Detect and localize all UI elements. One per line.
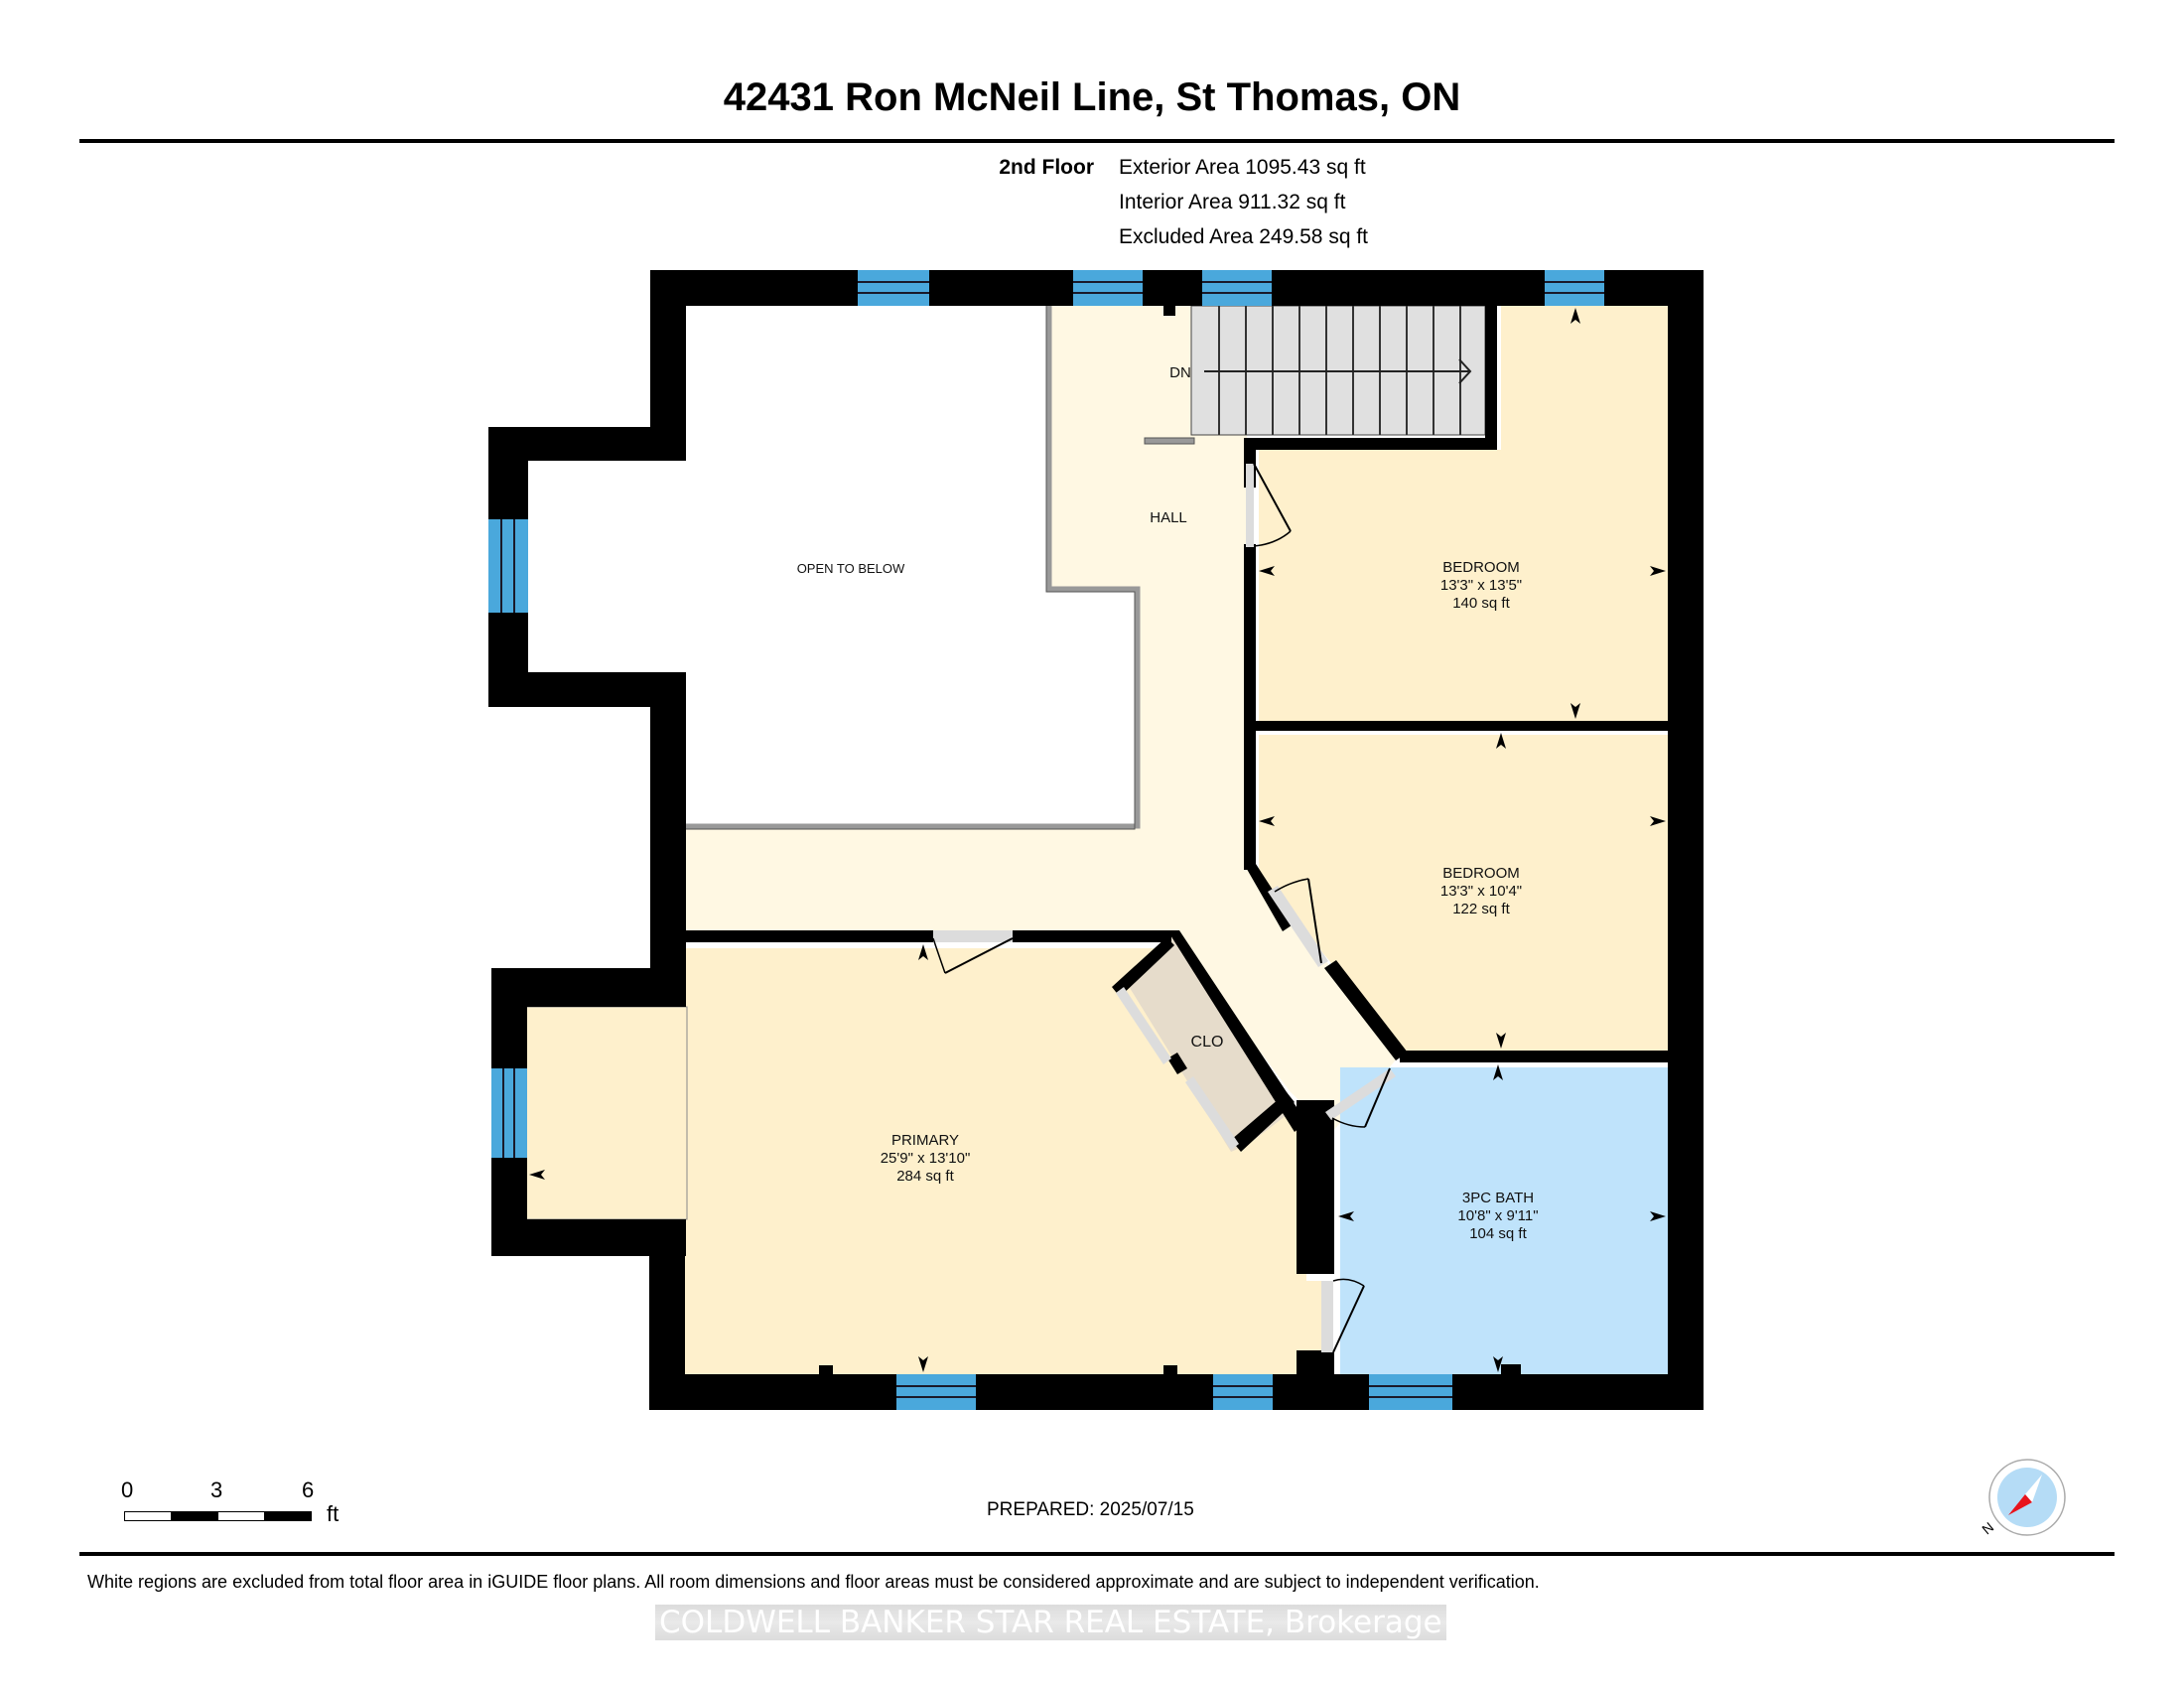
bedroom-2-dimensions: 13'3" x 10'4" [1440, 883, 1522, 900]
bedroom-2-label: BEDROOM [1442, 865, 1520, 882]
window-left-lower [491, 1068, 527, 1158]
primary-bay-area [525, 1006, 688, 1220]
floor-label: 2nd Floor [999, 156, 1094, 179]
open-to-below-label: OPEN TO BELOW [797, 561, 905, 576]
compass-north-label: N [1979, 1519, 1996, 1538]
bedroom-1-label: BEDROOM [1442, 559, 1520, 576]
primary-area: 284 sq ft [896, 1168, 954, 1185]
hall-area [685, 306, 1400, 1132]
window-bottom-2 [1213, 1374, 1273, 1410]
prepared-date: PREPARED: 2025/07/15 [987, 1499, 1194, 1520]
windows [488, 270, 1604, 1410]
window-top-3 [1202, 270, 1272, 306]
stairs-down-label: DN [1169, 364, 1191, 381]
bath-area [1340, 1067, 1668, 1374]
window-top-1 [858, 270, 929, 306]
scale-tick-6: 6 [302, 1477, 315, 1502]
doors [932, 463, 1396, 1353]
scale-tick-0: 0 [121, 1477, 134, 1502]
brokerage-watermark: COLDWELL BANKER STAR REAL ESTATE, Broker… [655, 1605, 1446, 1640]
window-left-upper [488, 519, 528, 613]
bath-label: 3PC BATH [1462, 1190, 1534, 1206]
property-address-title: 42431 Ron McNeil Line, St Thomas, ON [723, 75, 1461, 119]
bath-area: 104 sq ft [1469, 1225, 1527, 1242]
primary-dimensions: 25'9" x 13'10" [881, 1150, 971, 1167]
closet-area [1127, 936, 1291, 1152]
window-bottom-3 [1369, 1374, 1452, 1410]
bedroom-1-dimensions: 13'3" x 13'5" [1440, 577, 1522, 594]
scale-tick-3: 3 [210, 1477, 223, 1502]
walls [488, 270, 1704, 1410]
hall-label: HALL [1150, 509, 1187, 526]
bedroom-1-area [1259, 306, 1668, 723]
bedroom-2-area [1259, 735, 1668, 1053]
bedroom-2-area: 122 sq ft [1452, 901, 1510, 917]
dimension-markers [529, 308, 1666, 1372]
interior-area: Interior Area 911.32 sq ft [1119, 191, 1346, 213]
primary-label: PRIMARY [891, 1132, 959, 1149]
excluded-area: Excluded Area 249.58 sq ft [1119, 225, 1369, 248]
closet-label: CLO [1191, 1034, 1224, 1051]
window-top-4 [1545, 270, 1604, 306]
disclaimer-text: White regions are excluded from total fl… [87, 1572, 1540, 1592]
bath-dimensions: 10'8" x 9'11" [1457, 1207, 1538, 1224]
window-bottom-1 [896, 1374, 976, 1410]
floor-area-summary: 2nd Floor Exterior Area 1095.43 sq ft In… [0, 154, 2184, 253]
scale-bar: 0 3 6 ft [121, 1477, 359, 1537]
footer-divider [79, 1552, 2115, 1556]
north-compass-icon: N [1979, 1459, 2066, 1538]
bedroom-1-area: 140 sq ft [1452, 595, 1510, 612]
open-to-below-railing [685, 306, 1141, 829]
exterior-area: Exterior Area 1095.43 sq ft [1119, 156, 1366, 179]
header-divider [79, 139, 2115, 143]
window-top-2 [1073, 270, 1143, 306]
scale-unit: ft [327, 1501, 340, 1526]
